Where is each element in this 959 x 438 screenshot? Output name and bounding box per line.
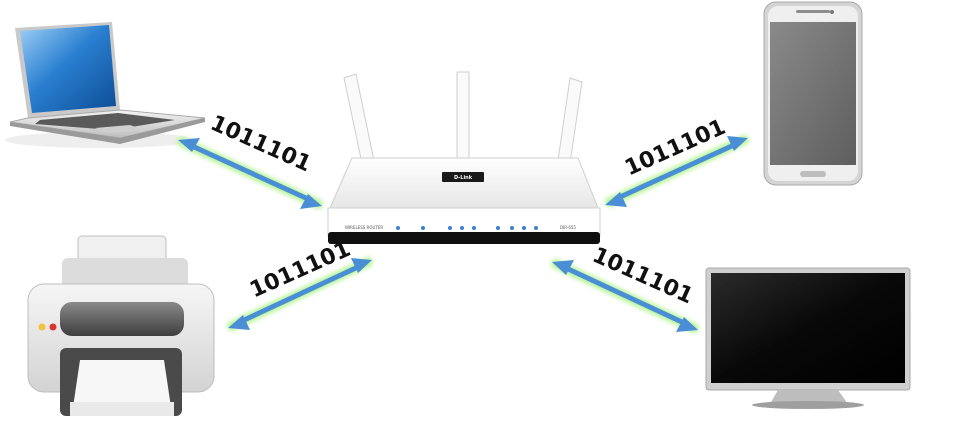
svg-text:DIR-655: DIR-655 bbox=[560, 225, 576, 230]
link-label-laptop: 1011101 bbox=[207, 111, 315, 177]
link-arrow-laptop bbox=[177, 137, 323, 209]
router-icon: D-Link WIRELESS ROUTER DIR-655 bbox=[327, 71, 601, 244]
router-brand: D-Link bbox=[454, 175, 473, 181]
phone-icon bbox=[763, 1, 863, 186]
tv-icon bbox=[705, 267, 911, 409]
printer-icon bbox=[27, 235, 215, 416]
laptop-icon bbox=[5, 22, 206, 148]
svg-text:WIRELESS ROUTER: WIRELESS ROUTER bbox=[345, 225, 383, 230]
link-arrow-phone bbox=[605, 135, 749, 207]
link-arrow-printer bbox=[227, 257, 373, 331]
link-arrow-tv bbox=[551, 259, 699, 333]
